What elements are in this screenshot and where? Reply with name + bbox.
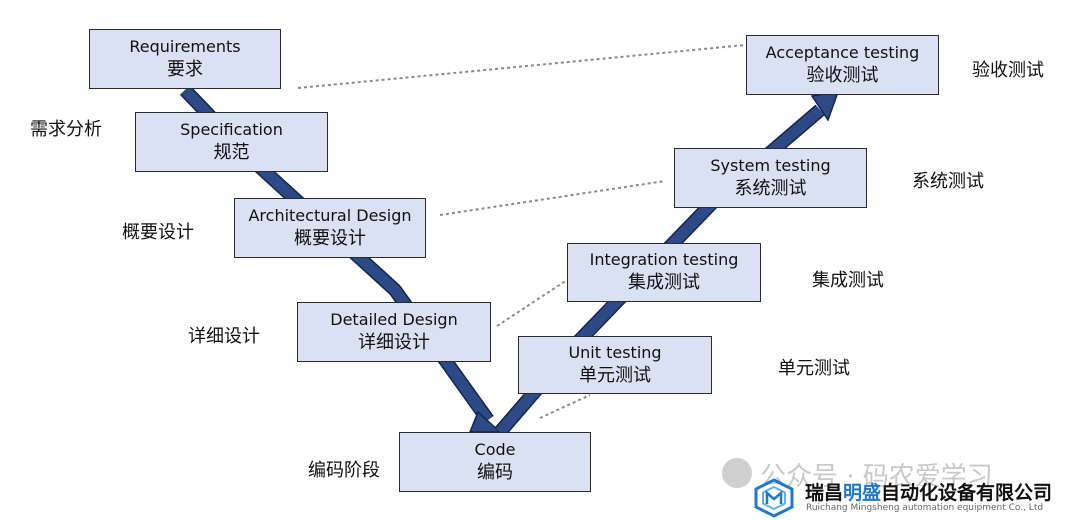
detailed-design-box: Detailed Design 详细设计 xyxy=(297,302,491,362)
requirements-label-zh: 要求 xyxy=(167,58,203,80)
acceptance-testing-label-zh: 验收测试 xyxy=(806,64,879,86)
specification-box: Specification 规范 xyxy=(135,112,328,172)
unit-testing-label-zh: 单元测试 xyxy=(579,364,651,386)
system-testing-box: System testing 系统测试 xyxy=(674,148,867,208)
link-detailed-integration xyxy=(496,279,568,327)
company-name-prefix: 瑞昌 xyxy=(805,482,844,504)
company-name: 瑞昌明盛自动化设备有限公司 xyxy=(805,478,1052,505)
integration-testing-box: Integration testing 集成测试 xyxy=(567,243,761,302)
link-code-unit xyxy=(539,394,591,419)
specification-label-en: Specification xyxy=(180,119,283,139)
detailed-design-label-zh: 详细设计 xyxy=(358,331,430,353)
wechat-icon xyxy=(722,458,752,488)
hexagon-logo-icon xyxy=(754,478,794,518)
code-label-en: Code xyxy=(474,439,516,459)
architectural-design-label-en: Architectural Design xyxy=(248,205,412,225)
system-testing-label-zh: 系统测试 xyxy=(734,177,807,199)
acceptance-testing-box: Acceptance testing 验收测试 xyxy=(746,35,939,95)
side-label-architectural-design: 概要设计 xyxy=(122,222,194,243)
specification-label-zh: 规范 xyxy=(213,141,250,163)
integration-testing-label-en: Integration testing xyxy=(589,250,739,270)
integration-testing-label-zh: 集成测试 xyxy=(628,272,700,294)
acceptance-testing-label-en: Acceptance testing xyxy=(765,42,920,62)
side-label-acceptance-testing: 验收测试 xyxy=(972,60,1044,81)
unit-testing-box: Unit testing 单元测试 xyxy=(518,336,712,394)
requirements-label-en: Requirements xyxy=(129,36,241,56)
company-name-suffix: 自动化设备有限公司 xyxy=(881,482,1053,504)
code-label-zh: 编码 xyxy=(477,461,513,483)
company-name-highlight: 明盛 xyxy=(843,482,882,504)
side-label-unit-testing: 单元测试 xyxy=(778,358,850,379)
side-label-detailed-design: 详细设计 xyxy=(188,326,260,347)
side-label-system-testing: 系统测试 xyxy=(912,171,984,192)
unit-testing-label-en: Unit testing xyxy=(568,342,662,362)
architectural-design-label-zh: 概要设计 xyxy=(294,227,366,249)
company-name-english: Ruichang Mingsheng automation equipment … xyxy=(806,503,1044,513)
architectural-design-box: Architectural Design 概要设计 xyxy=(234,198,426,258)
side-label-requirements-analysis: 需求分析 xyxy=(30,119,102,140)
requirements-box: Requirements 要求 xyxy=(89,29,281,89)
side-label-integration-testing: 集成测试 xyxy=(812,270,884,291)
link-requirements-acceptance xyxy=(297,44,746,89)
code-box: Code 编码 xyxy=(399,432,591,492)
link-architecture-system xyxy=(439,180,666,216)
watermark-text: 公众号 · 码农爱学习 xyxy=(760,462,993,492)
system-testing-label-en: System testing xyxy=(710,155,831,175)
side-label-coding-phase: 编码阶段 xyxy=(308,460,380,481)
detailed-design-label-en: Detailed Design xyxy=(330,309,458,329)
